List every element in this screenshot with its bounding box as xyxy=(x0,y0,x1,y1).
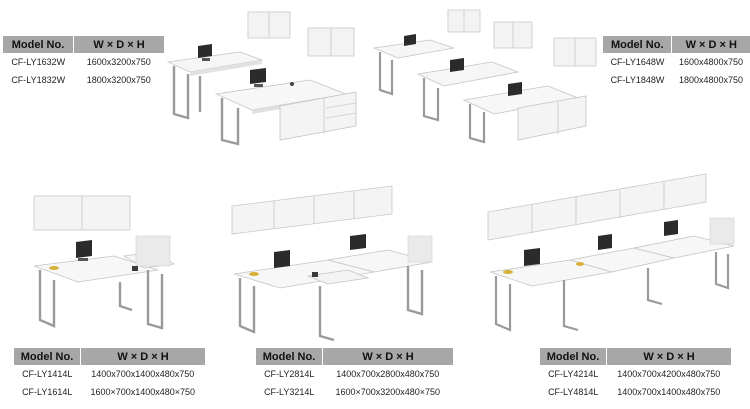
spec-table-5: Model No. W × D × H CF-LY4214L 1400x700x… xyxy=(540,348,731,401)
model-cell: CF-LY4214L xyxy=(548,369,599,379)
dims-header: W × D × H xyxy=(606,348,731,365)
l-desk-single-image xyxy=(33,195,176,330)
dims-cell: 1600x3200x750 xyxy=(86,57,151,67)
dims-cell: 1800x3200x750 xyxy=(86,75,151,85)
l-desk-double-image xyxy=(231,185,433,342)
dims-cell: 1400x700x1400x480x750 xyxy=(617,387,721,397)
model-header: Model No. xyxy=(14,348,81,365)
model-cell: CF-LY4814L xyxy=(548,387,599,397)
model-cell: CF-LY1848W xyxy=(610,75,665,85)
workstation-3-seat-image xyxy=(372,9,597,144)
spec-table-2: Model No. W × D × H CF-LY1648W 1600x4800… xyxy=(603,36,750,89)
dims-header: W × D × H xyxy=(671,36,750,53)
model-cell: CF-LY3214L xyxy=(264,387,315,397)
l-desk-triple-image xyxy=(487,173,735,332)
spec-table-4: Model No. W × D × H CF-LY2814L 1400x700x… xyxy=(256,348,453,401)
spec-table-3: Model No. W × D × H CF-LY1414L 1400x700x… xyxy=(14,348,205,401)
dims-cell: 1600×700x3200x480×750 xyxy=(335,387,441,397)
dims-cell: 1600x4800x750 xyxy=(678,57,744,67)
model-cell: CF-LY1614L xyxy=(22,387,73,397)
dims-header: W × D × H xyxy=(322,348,453,365)
dims-cell: 1400x700x1400x480x750 xyxy=(91,369,195,379)
dims-cell: 1800x4800x750 xyxy=(678,75,744,85)
model-header: Model No. xyxy=(3,36,74,53)
model-cell: CF-LY2814L xyxy=(264,369,315,379)
spec-table-1: Model No. W × D × H CF-LY1632W 1600x3200… xyxy=(3,36,164,89)
dims-header: W × D × H xyxy=(80,348,205,365)
model-cell: CF-LY1832W xyxy=(11,75,66,85)
dims-cell: 1400x700x2800x480x750 xyxy=(336,369,440,379)
workstation-2-seat-image xyxy=(166,11,357,146)
model-cell: CF-LY1632W xyxy=(11,57,66,67)
dims-cell: 1600×700x1400x480×750 xyxy=(90,387,196,397)
model-cell: CF-LY1414L xyxy=(22,369,73,379)
dims-header: W × D × H xyxy=(73,36,164,53)
model-cell: CF-LY1648W xyxy=(610,57,665,67)
dims-cell: 1400x700x4200x480x750 xyxy=(617,369,721,379)
model-header: Model No. xyxy=(603,36,673,53)
model-header: Model No. xyxy=(540,348,607,365)
model-header: Model No. xyxy=(256,348,323,365)
